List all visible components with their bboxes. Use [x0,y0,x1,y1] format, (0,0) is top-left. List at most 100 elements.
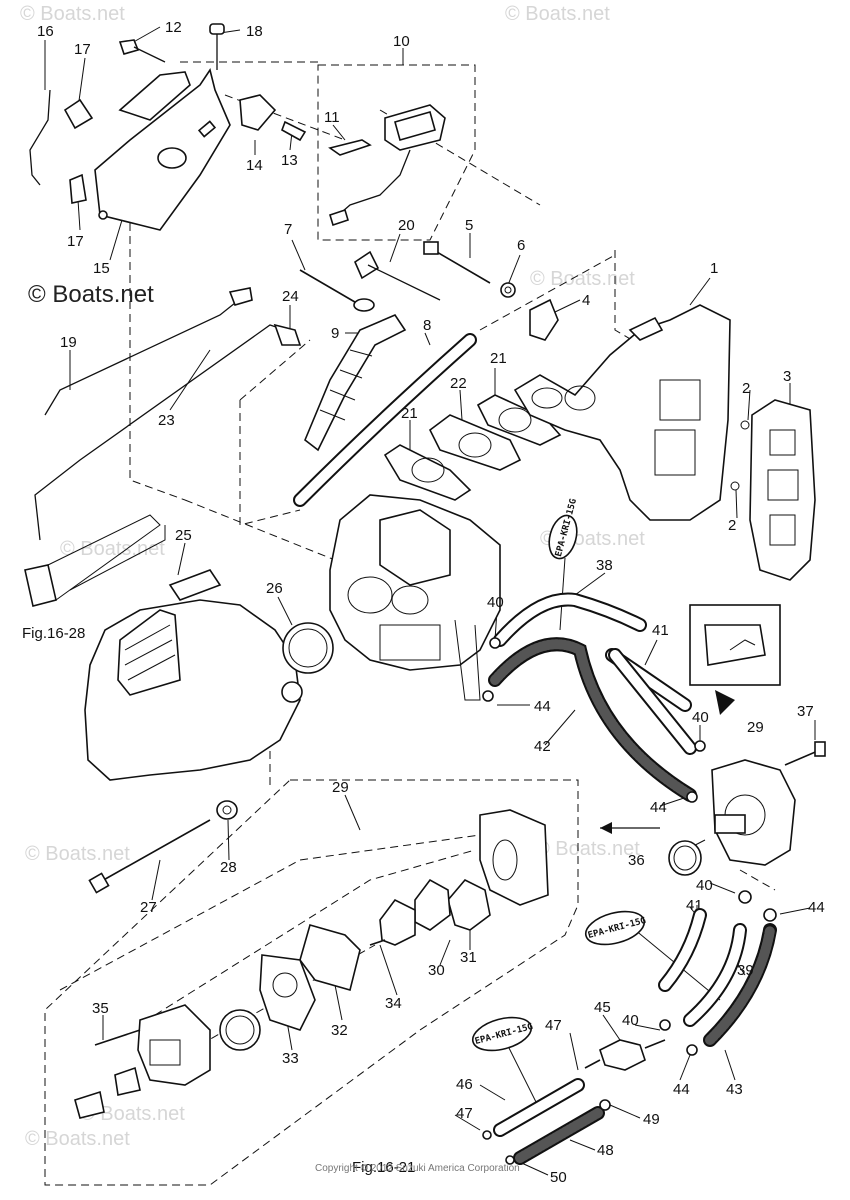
fuel-tag-2: EPA-KRI-15G [584,910,647,946]
throttle-rod [29,89,94,204]
watermark: © Boats.net [530,268,635,290]
rods-and-ties [299,241,559,341]
callout-23: 23 [158,412,175,429]
callout-38: 38 [596,557,613,574]
callout-40: 40 [696,877,713,894]
air-silencer [84,569,334,781]
pump-inset [689,604,781,715]
callout-40: 40 [487,594,504,611]
dashed-group-outlines [44,64,579,1186]
fuel-hoses-lower [482,890,777,1165]
callout-45: 45 [594,999,611,1016]
callout-7: 7 [284,221,292,238]
fuel-hoses-right [482,592,706,803]
screws-top [118,23,225,70]
throttle-cam-assembly [329,104,446,227]
callout-20: 20 [398,217,415,234]
bolt-and-washer [88,800,238,894]
watermark: © Boats.net [505,3,610,25]
callout-29: 29 [332,779,349,796]
callout-10: 10 [393,33,410,50]
manifold-gasket [749,399,816,581]
hoses-upper [293,314,477,507]
watermark: © Boats.net [25,1128,130,1150]
callout-44: 44 [650,799,667,816]
link-bracket [239,94,372,156]
callout-numbers: 1 2 2 3 4 5 6 7 8 9 10 11 12 13 14 15 16… [37,19,825,1186]
callout-39: 39 [737,962,754,979]
watermark: © Boats.net [20,3,125,25]
intake-manifold [513,304,750,521]
callout-47: 47 [545,1017,562,1034]
callout-16: 16 [37,23,54,40]
callout-3: 3 [783,368,791,385]
callout-14: 14 [246,157,263,174]
callout-35: 35 [92,1000,109,1017]
callout-33: 33 [282,1050,299,1067]
callout-1: 1 [710,260,718,277]
callout-43: 43 [726,1081,743,1098]
callout-28: 28 [220,859,237,876]
callout-2: 2 [728,517,736,534]
callout-41: 41 [652,622,669,639]
fuel-pump-exploded [74,809,549,1119]
gaskets-intake [383,394,562,501]
callout-50: 50 [550,1169,567,1186]
callout-12: 12 [165,19,182,36]
watermark: © Boats.net [60,538,165,560]
callout-49: 49 [643,1111,660,1128]
fig-ref-part [24,514,166,607]
watermark: © Boats.net [25,843,130,865]
callout-40: 40 [692,709,709,726]
callout-40: 40 [622,1012,639,1029]
callout-32: 32 [331,1022,348,1039]
callout-11: 11 [324,109,340,126]
fuel-tag-3: EPA-KRI-15G [471,1016,534,1052]
watermark: © Boats.net [80,1103,185,1125]
callout-22: 22 [450,375,467,392]
callout-37: 37 [797,703,814,720]
callout-15: 15 [93,260,110,277]
callout-5: 5 [465,217,473,234]
watermark-layer: © Boats.net © Boats.net © Boats.net © Bo… [20,3,645,1150]
callout-21: 21 [401,405,418,422]
cable-and-link [34,287,302,541]
watermark: © Boats.net [535,838,640,860]
callout-46: 46 [456,1076,473,1093]
callout-34: 34 [385,995,402,1012]
callout-2: 2 [742,380,750,397]
callout-9: 9 [331,325,339,342]
callout-26: 26 [266,580,283,597]
callout-6: 6 [517,237,525,254]
callout-44: 44 [808,899,825,916]
fuel-pump-right [600,741,826,876]
callout-24: 24 [282,288,299,305]
callout-44: 44 [673,1081,690,1098]
callout-29: 29 [747,719,764,736]
callout-36: 36 [628,852,645,869]
callout-13: 13 [281,152,298,169]
callout-47: 47 [456,1105,473,1122]
callout-8: 8 [423,317,431,334]
copyright-text: Copyright © 2012 Suzuki America Corporat… [315,1163,520,1174]
callout-48: 48 [597,1142,614,1159]
callout-17: 17 [74,41,91,58]
callout-30: 30 [428,962,445,979]
figure-reference: Fig.16-21 [352,1159,415,1176]
callout-42: 42 [534,738,551,755]
callout-18: 18 [246,23,263,40]
callout-4: 4 [582,292,590,309]
throttle-bracket [94,68,231,231]
callout-19: 19 [60,334,77,351]
watermark-main: © Boats.net [28,281,154,308]
callout-27: 27 [140,899,157,916]
figure-reference: Fig.16-28 [22,625,85,642]
callout-21: 21 [490,350,507,367]
callout-44: 44 [534,698,551,715]
callout-31: 31 [460,949,477,966]
carburetor [329,494,501,701]
callout-17: 17 [67,233,84,250]
callout-25: 25 [175,527,192,544]
callout-41: 41 [686,897,703,914]
